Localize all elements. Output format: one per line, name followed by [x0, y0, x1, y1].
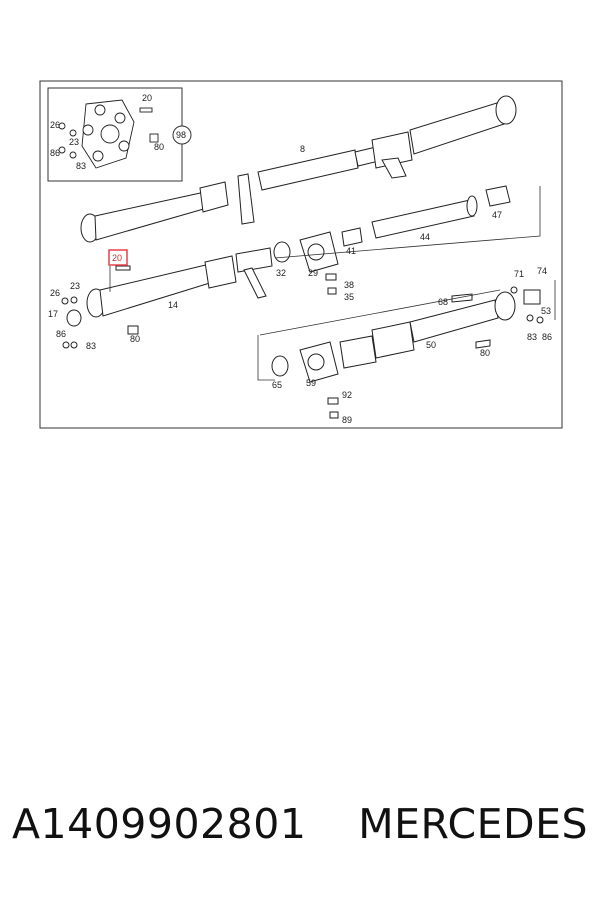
callout-83-inset: 83	[76, 161, 86, 171]
callout-92: 92	[342, 390, 352, 400]
leader-lines	[109, 186, 556, 381]
brand-name: MERCEDES	[358, 800, 588, 848]
callout-89: 89	[342, 415, 352, 425]
callout-labels: 20 26 23 86 83 80 98 8 47 44 41 32 29 20…	[48, 93, 552, 425]
callout-86: 86	[56, 329, 66, 339]
callout-23: 23	[70, 281, 80, 291]
callout-74: 74	[537, 266, 547, 276]
callout-86-right: 86	[542, 332, 552, 342]
callout-38: 38	[344, 280, 354, 290]
callout-26: 26	[50, 288, 60, 298]
callout-80-inset: 80	[154, 142, 164, 152]
callout-41: 41	[346, 246, 356, 256]
callout-20-inset: 20	[142, 93, 152, 103]
caption-bar: A1409902801 MERCEDES	[0, 800, 600, 870]
callout-50: 50	[426, 340, 436, 350]
callout-86-inset: 86	[50, 148, 60, 158]
propshaft-lower-right	[271, 273, 544, 419]
callout-23-inset: 23	[69, 137, 79, 147]
callout-47: 47	[492, 210, 502, 220]
callout-29: 29	[308, 268, 318, 278]
callout-80-right: 80	[480, 348, 490, 358]
callout-68: 68	[438, 297, 448, 307]
callout-98: 98	[176, 130, 186, 140]
callout-32: 32	[276, 268, 286, 278]
callout-35: 35	[344, 292, 354, 302]
callout-83-right: 83	[527, 332, 537, 342]
callout-8: 8	[300, 144, 305, 154]
callout-80: 80	[130, 334, 140, 344]
shaft-section-44	[273, 185, 511, 273]
callout-59: 59	[306, 378, 316, 388]
propshaft-lower-left	[61, 247, 273, 349]
callout-26-inset: 26	[50, 120, 60, 130]
callout-44: 44	[420, 232, 430, 242]
callout-17: 17	[48, 309, 58, 319]
callout-98-circle	[172, 125, 192, 145]
callout-83: 83	[86, 341, 96, 351]
flex-disc-detail	[58, 99, 159, 169]
callout-71: 71	[514, 269, 524, 279]
callout-14: 14	[168, 300, 178, 310]
part-number: A1409902801	[12, 800, 307, 848]
exploded-parts-diagram: 20 26 23 86 83 80 98 8 47 44 41 32 29 20…	[39, 80, 563, 429]
callout-65: 65	[272, 380, 282, 390]
callout-53: 53	[541, 306, 551, 316]
highlight-box-20	[108, 249, 128, 266]
propshaft-upper	[80, 95, 517, 243]
callout-20-highlighted: 20	[112, 253, 122, 263]
